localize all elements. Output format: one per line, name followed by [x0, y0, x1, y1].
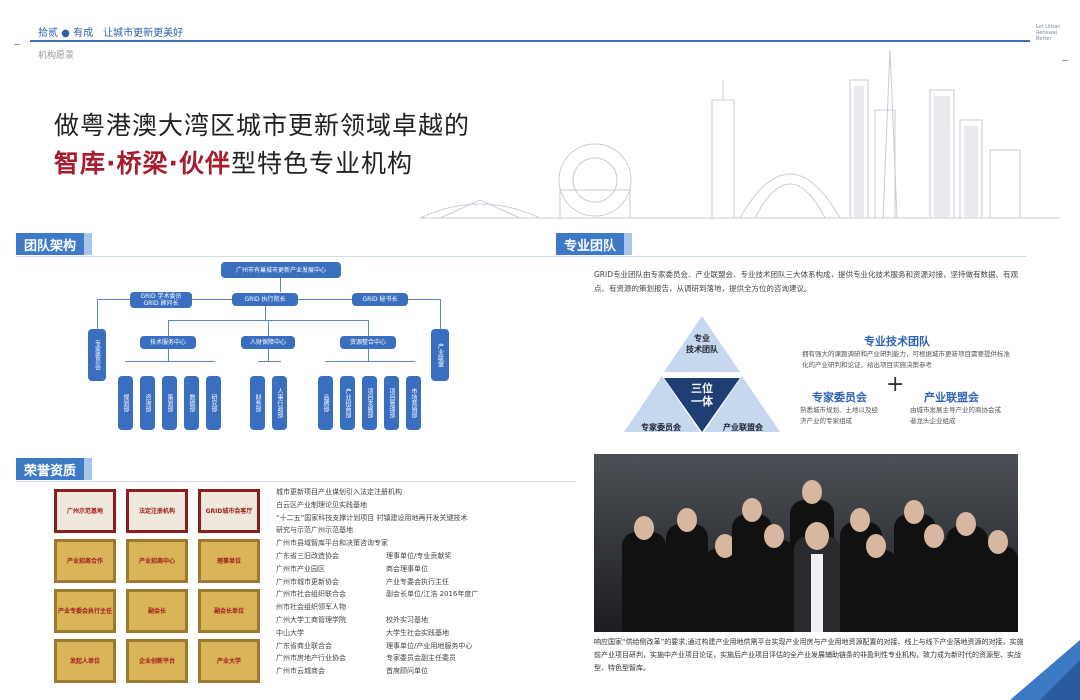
honor-plaque: 副会长单位: [198, 589, 260, 633]
section-tab-org: 团队架构: [16, 233, 93, 255]
headline-rest: 型特色专业机构: [231, 149, 414, 178]
honor-row: 中山大学大学生社会实践基地: [276, 628, 449, 637]
alliance-text: 由城市发展主导产业的商协会或者龙头企业组成: [910, 406, 1001, 425]
org-leaf: 咨询部: [140, 376, 155, 430]
expert-text: 熟悉城市规划、土地以及经济产业的专家组成: [800, 406, 878, 425]
org-leaf: 人事行政部: [272, 376, 287, 430]
headline-highlight: 智库·桥梁·伙伴: [54, 149, 231, 178]
header-divider: [30, 40, 1030, 42]
three-in-one-triangle: [624, 316, 780, 432]
honor-row: 广州大学工商管理学院校外实习基地: [276, 615, 428, 624]
triangle-center-label: 三位 一体: [691, 382, 713, 408]
org-node-resource-center: 资源整合中心: [340, 336, 396, 349]
honor-row: 广州市产业园区商会理事单位: [276, 564, 428, 573]
org-leaf: 项目发展部: [362, 376, 377, 430]
section-tab-honors: 荣誉资质: [16, 458, 93, 480]
team-photo: [594, 454, 1018, 632]
honor-plaque: 产业大学: [198, 639, 260, 683]
plus-sign: +: [886, 372, 905, 397]
honor-row: 研究与示范广州示范基地: [276, 526, 353, 535]
breadcrumb: 拾贰 ● 有成 让城市更新更美好: [38, 28, 184, 39]
honor-row: 广州市社会组织联合会副会长单位/江浩 2016年度广: [276, 590, 479, 599]
honor-plaque: GRID城市会客厅: [198, 489, 260, 533]
brand-mark: Let Urban Renewal Better: [1036, 24, 1061, 42]
tech-team-text: 拥有强大的课题调研和产业研判能力，可根据城市更新项目需要提供标准化的产业研判和论…: [802, 350, 1010, 369]
org-node-tech-center: 技术服务中心: [140, 336, 196, 349]
section-label: 机构愿景: [38, 51, 75, 61]
page-subheadline: 智库·桥梁·伙伴型特色专业机构: [54, 144, 413, 180]
section-tab-team: 专业团队: [556, 233, 633, 255]
org-node-experts: 专家委员会: [88, 329, 106, 381]
team-mission-text: 响应国家“供给侧改革”的要求,通过构建产业用地供需平台实现产业用房与产业用地资源…: [594, 638, 1024, 672]
honors-list: 城市更新项目产业谋划引入法定注册机构 白云区产业制理论见实践基地 “十二五”国家…: [276, 486, 576, 678]
honor-plaque: 法定注册机构: [126, 489, 188, 533]
tab-label: 团队架构: [16, 233, 85, 255]
org-leaf: 规划部: [118, 376, 133, 430]
tech-team-title: 专业技术团队: [864, 335, 930, 348]
expert-title: 专家委员会: [812, 391, 867, 404]
honor-row: 白云区产业制理论见实践基地: [276, 500, 367, 509]
corner-decoration: [1010, 640, 1080, 700]
org-leaf: 项目管理部: [384, 376, 399, 430]
honor-row: 城市更新项目产业谋划引入法定注册机构: [276, 488, 402, 496]
honor-plaque: 副会长: [126, 589, 188, 633]
honor-row: 广州市房地产行业协会专家委员会副主任委员: [276, 654, 456, 663]
honor-row: 广东省商业联合会理事单位/产业用地服务中心: [276, 641, 473, 650]
org-leaf: 数据部: [184, 376, 199, 430]
team-description: GRID专业团队由专家委员会、产业联盟会、专业技术团队三大体系构成，提供专业化技…: [594, 270, 1019, 293]
org-node-academic: GRID 学术委员 GRID 顾问长: [130, 292, 192, 308]
triangle-top-label: 专业 技术团队: [686, 334, 718, 354]
org-leaf: 策划部: [162, 376, 177, 430]
org-node-alliance: 产业联盟: [431, 329, 449, 381]
honor-row: 广州市城市更新协会产业专委会执行主任: [276, 577, 449, 586]
tab-label: 专业团队: [556, 233, 625, 255]
org-leaf: 研究部: [206, 376, 221, 430]
org-leaf: 市场营销部: [406, 376, 421, 430]
honor-plaque: 产业招商合作: [54, 539, 116, 583]
honor-row: 广东省三旧改造协会理事单位/专业贡献奖: [276, 551, 452, 560]
org-node-secretary: GRID 秘书长: [352, 293, 408, 306]
org-node-hr-center: 人财保障中心: [241, 336, 295, 349]
crop-mark: [1062, 60, 1068, 61]
org-node-director: GRID 执行院长: [232, 293, 298, 306]
city-skyline-illustration: [420, 49, 1060, 219]
honor-plaque: 理事单位: [198, 539, 260, 583]
honor-plaque: 产业招商中心: [126, 539, 188, 583]
honor-row: 广州市云城商会首席顾问单位: [276, 667, 428, 676]
honor-row: 州市社会组织领军人物: [276, 603, 346, 612]
tab-label: 荣誉资质: [16, 458, 85, 480]
alliance-title: 产业联盟会: [924, 391, 979, 404]
page-headline: 做粤港澳大湾区城市更新领域卓越的: [54, 111, 471, 140]
honor-plaque: 发起人单位: [54, 639, 116, 683]
honor-plaque: 广州示范基地: [54, 489, 116, 533]
honor-plaque: 产业专委会执行主任: [54, 589, 116, 633]
org-leaf: 品牌部: [318, 376, 333, 430]
org-root-node: 广州市有巢城市更新产业发展中心: [221, 262, 341, 278]
org-leaf: 财务部: [250, 376, 265, 430]
triangle-right-label: 产业联盟会: [723, 423, 763, 432]
triangle-left-label: 专家委员会: [641, 423, 681, 432]
honor-plaque: 企业创新平台: [126, 639, 188, 683]
crop-mark: [14, 44, 20, 45]
honor-row: “十二五”国家科技支撑计划项目 村镇建设用地再开发关键技术: [276, 513, 468, 522]
org-leaf: 产业招商部: [340, 376, 355, 430]
honor-row: 广州市县域智库平台和决策咨询专家: [276, 539, 388, 548]
